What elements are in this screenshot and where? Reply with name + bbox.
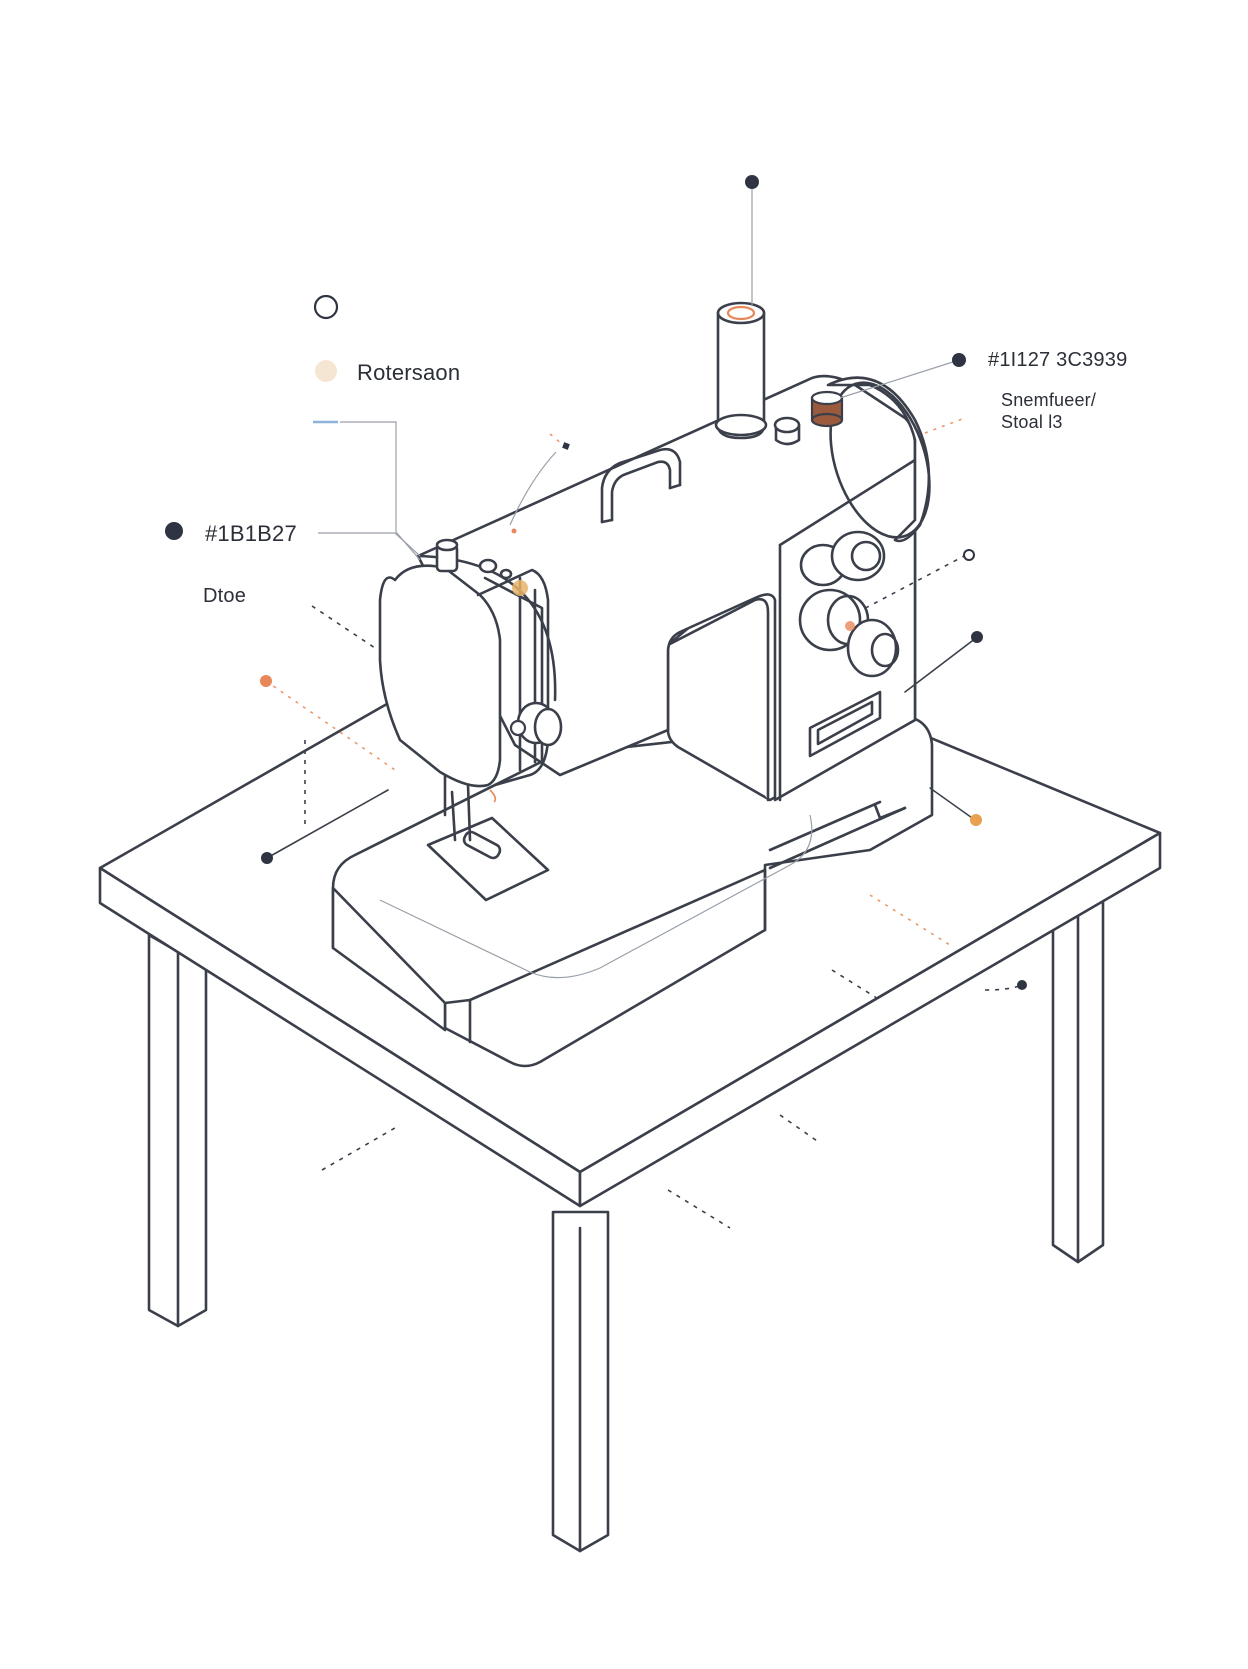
label-robertson: Rotersaon bbox=[357, 360, 461, 385]
marker-peach bbox=[315, 360, 337, 382]
thread-spool bbox=[810, 390, 844, 428]
label-hex-right: #1I127 3C3939 bbox=[988, 349, 1128, 371]
marker-right-label bbox=[952, 353, 966, 367]
label-hex-left: #1B1B27 bbox=[205, 521, 297, 546]
bobbin-winder-pin bbox=[773, 416, 801, 446]
table-leg-back-right bbox=[1051, 870, 1105, 1264]
machine-base bbox=[331, 714, 934, 1068]
carry-handle bbox=[600, 447, 682, 524]
machine-head bbox=[378, 564, 550, 788]
machine-slot bbox=[808, 690, 882, 758]
marker-top bbox=[745, 175, 759, 189]
marker-amber bbox=[512, 580, 528, 596]
handwheel bbox=[826, 376, 931, 543]
callouts bbox=[165, 175, 1027, 991]
label-note-line1: Snemfueer/ bbox=[1001, 390, 1097, 410]
marker-right-mid bbox=[971, 631, 983, 643]
label-note: Snemfueer/ Stoal l3 bbox=[1001, 389, 1096, 433]
marker-left-hex bbox=[165, 522, 183, 540]
spool-pin bbox=[714, 301, 768, 440]
marker-orange-left bbox=[260, 675, 272, 687]
sewing-machine bbox=[331, 301, 934, 1068]
marker-hollow-left bbox=[313, 294, 339, 320]
label-dtoe: Dtoe bbox=[203, 585, 247, 607]
table-leg-front-center bbox=[551, 1210, 610, 1553]
table-leg-front-left bbox=[147, 933, 208, 1328]
needle-plate bbox=[426, 768, 550, 902]
marker-orange-right bbox=[970, 814, 982, 826]
label-note-line2: Stoal l3 bbox=[1001, 412, 1063, 432]
marker-hollow-right bbox=[963, 549, 975, 561]
control-knobs bbox=[798, 530, 900, 678]
marker-table-left bbox=[261, 852, 273, 864]
marker-lower-right bbox=[1017, 980, 1027, 990]
head-top-pins bbox=[435, 538, 513, 580]
tension-dial bbox=[509, 701, 563, 747]
